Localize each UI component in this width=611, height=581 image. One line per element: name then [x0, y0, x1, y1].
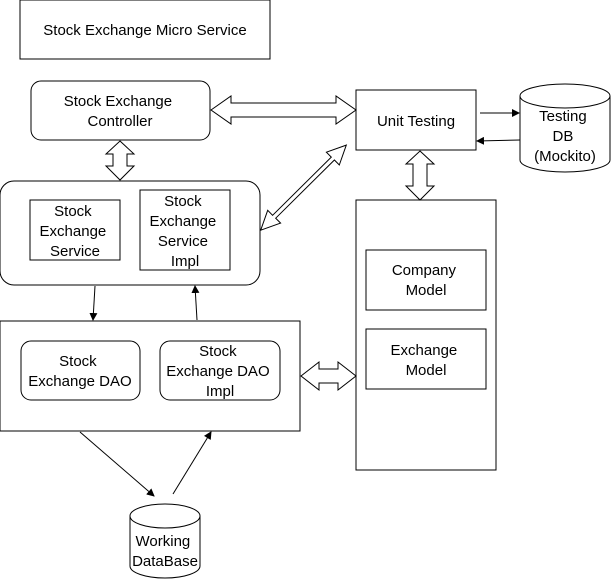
working-db-cylinder — [129, 503, 201, 579]
controller-box — [30, 80, 211, 141]
testing-db-label: Testing DB (Mockito) — [534, 108, 596, 165]
controller-service-block-arrow — [104, 140, 136, 181]
dao-label: Stock Exchange DAO — [28, 353, 131, 390]
service-label: Stock Exchange Service — [40, 203, 111, 260]
unit-testing-box — [355, 89, 477, 151]
service-unit-testing-block-arrow — [259, 144, 348, 232]
service-box — [29, 199, 121, 261]
title-box — [19, 0, 271, 60]
dao-models-block-arrow — [300, 360, 357, 392]
working-db-label: Working DataBase — [132, 533, 198, 570]
dao-layer-to-working-db-arrow — [79, 431, 155, 497]
company-model-label: Company Model — [392, 262, 460, 299]
dao-impl-label: Stock Exchange DAO Impl — [166, 343, 274, 400]
dao-box — [20, 340, 141, 401]
company-model-box — [365, 249, 487, 311]
unit-testing-label: Unit Testing — [377, 113, 455, 130]
service-impl-box — [139, 189, 231, 271]
working-db-to-dao-impl-arrow — [172, 431, 212, 495]
exchange-model-label: Exchange Model — [391, 342, 462, 379]
unit-testing-models-block-arrow — [404, 150, 436, 201]
testing-db-cylinder — [519, 83, 611, 173]
dao-impl-box — [159, 340, 281, 401]
service-impl-label: Stock Exchange Service Impl — [150, 193, 221, 270]
controller-unit-testing-block-arrow — [210, 95, 357, 125]
testing-db-to-unit-testing-arrow — [476, 136, 521, 145]
exchange-model-box — [365, 328, 487, 390]
controller-label: Stock Exchange Controller — [64, 93, 177, 130]
dao-impl-to-service-impl-arrow — [191, 285, 200, 321]
service-to-dao-arrow — [89, 285, 98, 321]
title-label: Stock Exchange Micro Service — [43, 22, 246, 39]
